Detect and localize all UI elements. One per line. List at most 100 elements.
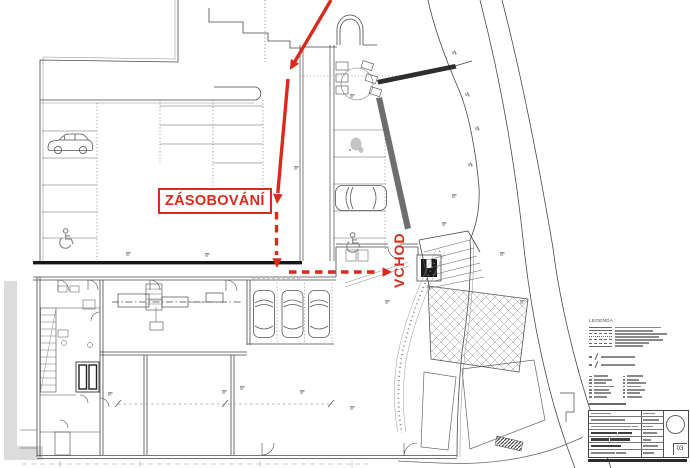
plan-linework-mark — [344, 261, 410, 288]
plan-linework-mark — [333, 129, 386, 239]
decorative-mark — [589, 375, 592, 378]
decorative-mark — [614, 342, 649, 344]
decorative-mark — [589, 378, 592, 381]
plan-linework-mark — [108, 392, 113, 396]
plan-linework-mark — [403, 251, 446, 433]
plan-linework-mark — [474, 126, 480, 132]
decorative-mark — [641, 437, 663, 444]
plan-linework-mark — [289, 58, 300, 70]
plan-linework-mark — [61, 340, 67, 346]
decorative-mark — [642, 419, 659, 421]
plan-linework-mark — [240, 386, 245, 390]
decorative-mark — [622, 375, 647, 378]
decorative-mark — [593, 375, 608, 378]
plan-linework-mark — [205, 253, 210, 257]
plan-linework-mark — [340, 67, 374, 101]
decorative-mark — [627, 382, 646, 385]
plan-linework-mark — [276, 283, 333, 342]
plan-linework-mark — [300, 390, 305, 394]
decorative-mark — [590, 444, 621, 448]
decorative-mark — [593, 382, 606, 385]
title-block: 03 — [588, 403, 689, 463]
decorative-mark — [590, 431, 617, 435]
decorative-mark — [632, 425, 638, 428]
decorative-mark — [627, 395, 642, 398]
plan-linework-mark — [376, 97, 411, 230]
plan-linework-mark — [454, 60, 473, 67]
plan-linework-mark — [464, 92, 470, 98]
plan-linework-mark — [246, 280, 334, 345]
legend-list — [589, 375, 673, 399]
decorative-mark — [622, 381, 646, 385]
plan-linework-mark — [346, 232, 361, 253]
decorative-mark — [589, 326, 673, 329]
plan-linework-mark — [4, 281, 43, 460]
plan-linework-mark — [47, 133, 93, 155]
plan-linework-mark — [59, 228, 74, 249]
plan-linework-mark — [479, 0, 576, 468]
supply-label: ZÁSOBOVÁNÍ — [158, 188, 272, 214]
plan-linework-mark — [126, 252, 131, 256]
decorative-mark — [641, 443, 663, 450]
plan-linework-mark — [350, 137, 362, 151]
legend-title: LEGENDA : — [589, 318, 616, 323]
plan-linework-mark — [360, 60, 375, 72]
plan-linework-mark — [40, 86, 262, 101]
plan-linework-mark — [87, 342, 93, 348]
decorative-mark — [589, 336, 612, 338]
decorative-mark — [614, 326, 661, 329]
decorative-mark — [589, 385, 592, 388]
plan-linework-mark — [397, 436, 584, 464]
plan-linework-mark — [461, 359, 546, 450]
decorative-mark — [593, 395, 607, 398]
plan-linework-mark — [208, 8, 303, 49]
decorative-mark — [627, 392, 640, 395]
decorative-mark — [610, 438, 630, 441]
decorative-mark — [594, 353, 598, 361]
delivery-route-arrow — [272, 0, 392, 277]
plan-linework-mark — [335, 243, 419, 277]
decorative-mark — [614, 329, 653, 332]
decorative-mark — [589, 385, 614, 388]
title-block-footer-strip — [588, 459, 687, 463]
decorative-mark — [589, 382, 592, 384]
plan-linework-mark — [382, 267, 392, 277]
decorative-mark — [642, 445, 658, 448]
legend-line-samples — [589, 326, 673, 348]
plan-linework-mark — [427, 0, 480, 241]
decorative-mark — [590, 452, 615, 455]
plan-linework-mark — [205, 292, 224, 303]
decorative-mark — [589, 411, 641, 418]
plan-linework-mark — [149, 279, 161, 291]
decorative-mark — [589, 353, 673, 361]
plan-linework-mark — [42, 0, 176, 261]
plan-linework-mark — [253, 290, 275, 338]
decorative-mark — [589, 338, 673, 341]
decorative-mark — [618, 431, 632, 435]
plan-linework-mark — [423, 239, 485, 289]
decorative-mark — [622, 392, 647, 395]
plan-linework-mark — [387, 246, 401, 260]
decorative-mark — [589, 335, 673, 338]
plan-linework-mark — [452, 194, 457, 198]
plan-linework-mark — [442, 222, 447, 226]
plan-linework-mark — [377, 64, 457, 85]
plan-linework-mark — [350, 406, 355, 410]
plan-linework-mark — [335, 73, 349, 83]
decorative-mark — [590, 438, 609, 441]
decorative-mark — [589, 363, 592, 366]
plan-linework-mark — [39, 0, 179, 261]
plan-linework-mark — [20, 0, 612, 468]
plan-linework-mark — [273, 193, 283, 204]
decorative-mark — [590, 419, 625, 421]
plan-linework-mark — [82, 299, 96, 310]
plan-linework-mark — [335, 61, 349, 71]
plan-linework-mark — [69, 285, 80, 293]
decorative-mark — [627, 385, 641, 388]
stamp-circle — [665, 414, 685, 434]
decorative-mark — [642, 425, 653, 428]
plan-linework-mark — [149, 321, 164, 331]
decorative-mark — [589, 430, 641, 437]
plan-linework-mark — [427, 285, 529, 373]
plan-linework-mark — [87, 279, 99, 291]
